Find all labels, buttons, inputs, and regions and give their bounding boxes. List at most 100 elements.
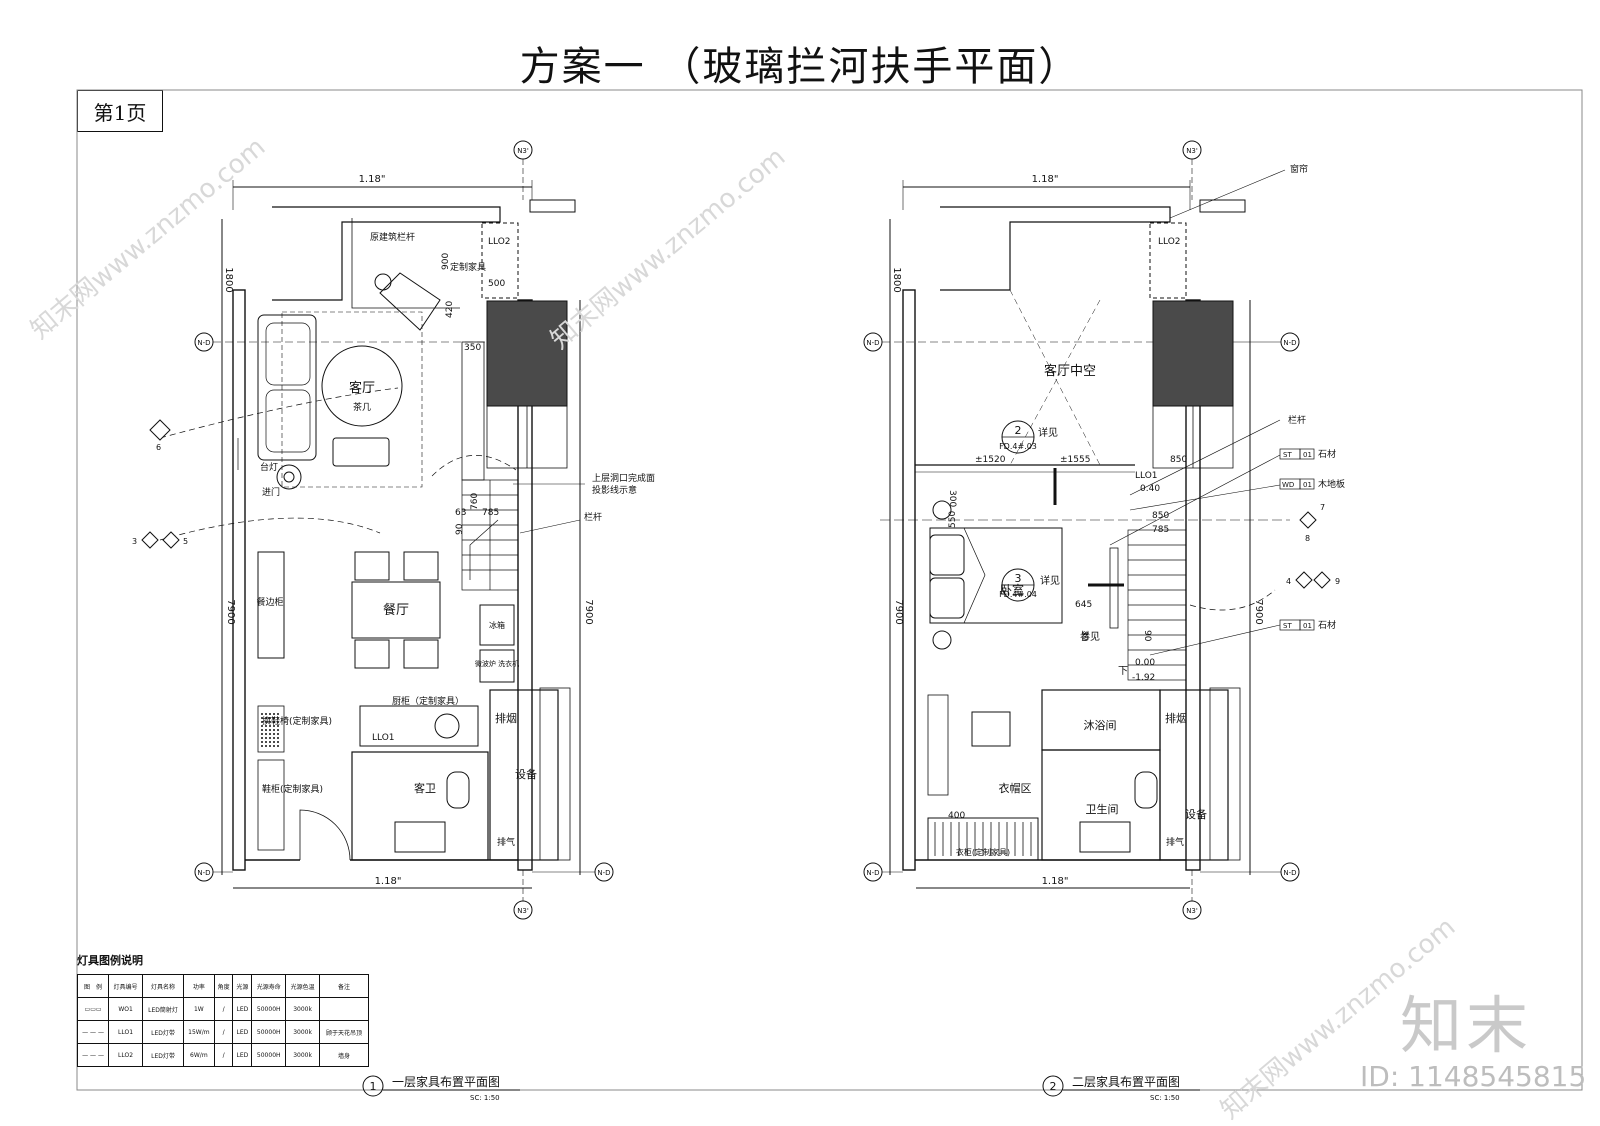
sofa: [257, 314, 317, 461]
legend-cell: 墙身: [319, 1043, 369, 1067]
page-title: 方案一 （玻璃拦河扶手平面）: [519, 44, 1081, 90]
dim-850a: 850: [1170, 455, 1187, 465]
label-wardrobe: 衣帽区: [999, 781, 1032, 795]
dim-90-2: 90: [1142, 630, 1152, 642]
legend-cell: LED: [232, 1043, 253, 1067]
label-note-upper1: 上层洞口完成面: [592, 472, 655, 484]
label-equipment: 设备: [515, 767, 537, 781]
tag-st01a: ST: [1283, 451, 1292, 459]
label-living: 客厅: [349, 380, 375, 396]
structural-column: [486, 300, 568, 407]
legend-cell: 50000H: [251, 997, 287, 1021]
legend-header-cell: 功率: [183, 974, 215, 998]
legend-cell: LED: [232, 1020, 253, 1044]
plan1-dim-left: 7900: [225, 599, 236, 624]
legend-header-cell: 光源: [232, 974, 253, 998]
plan-2: [863, 140, 1331, 920]
label-entrance: 进门: [262, 486, 280, 498]
tag-st01b-text: 石材: [1318, 619, 1336, 631]
plan1-grid-left-bottom: N-D: [197, 869, 210, 877]
plan1-grid-bottom: N3': [517, 907, 529, 915]
plan2-grid-left-bottom: N-D: [866, 869, 879, 877]
page-number-box: 第1页: [77, 90, 163, 132]
legend-cell: 15W/m: [183, 1020, 215, 1044]
plan1-dim-900: 900: [441, 253, 451, 270]
label-void: 客厅中空: [1044, 363, 1096, 379]
label-closet: 衣柜(定制家具): [956, 847, 1010, 857]
legend-header-cell: 光源寿命: [251, 974, 287, 998]
staircase: [461, 479, 519, 591]
legend-cell: /: [213, 1043, 234, 1067]
tag-st01a-text: 石材: [1318, 448, 1336, 460]
plan1-grid-top: N3': [517, 147, 529, 155]
plan2-grid-right-bottom: N-D: [1283, 869, 1296, 877]
caption-1: 一层家具布置平面图: [392, 1074, 500, 1089]
legend-cell: 6W/m: [183, 1043, 215, 1067]
label-railing: 栏杆: [584, 511, 602, 523]
legend-cell: LED: [232, 997, 253, 1021]
plan1-dim-1800: 1800: [223, 267, 234, 292]
dim-785-2: 785: [1152, 525, 1169, 535]
tag-st01a-num: 01: [1303, 451, 1312, 459]
elev-marker-7: 7: [1320, 503, 1325, 512]
elev-marker-8: 8: [1305, 534, 1310, 543]
label-smoke: 排烟: [495, 711, 517, 725]
dim-192: -1.92: [1132, 673, 1155, 683]
plan1-dim-right: 7900: [583, 599, 594, 624]
dim-850b: 850: [1152, 511, 1169, 521]
legend-cell: — — —: [76, 1020, 110, 1044]
plan-1: [141, 140, 614, 920]
label-shoe-bench: 换鞋椅(定制家具): [262, 715, 332, 727]
label-kitchen-cab: 厨柜（定制家具）: [392, 695, 464, 707]
plan2-grid-top: N3': [1186, 147, 1198, 155]
legend-cell: [319, 997, 369, 1021]
dim-040: 0.40: [1140, 484, 1160, 494]
plan1-dim-top: 1.18": [359, 174, 386, 185]
plan1-dim-785: 785: [482, 508, 499, 518]
plan2-grid-left-top: N-D: [866, 339, 879, 347]
dim-400: 400: [948, 811, 965, 821]
watermark-diagonal: 知末网www.znzmo.com: [545, 142, 791, 355]
legend-cell: 3000k: [285, 1043, 321, 1067]
detail1-ref: FD.4#.03: [999, 442, 1037, 451]
elev-marker-9: 9: [1335, 577, 1340, 586]
dim-550: 550: [948, 511, 958, 528]
legend-cell: 顾于天花吊顶: [319, 1020, 369, 1044]
plan1-dim-500: 500: [488, 279, 505, 289]
legend-header-cell: 灯具名称: [141, 974, 185, 998]
label-llo2: LLO2: [488, 237, 511, 247]
elev-marker-6: 6: [156, 443, 161, 452]
detail2-ref: FD.4#.04: [999, 590, 1037, 599]
plan1-grid-right-bottom: N-D: [597, 869, 610, 877]
legend-cell: 50000H: [251, 1020, 287, 1044]
legend-cell: LLO2: [108, 1043, 143, 1067]
legend-cell: LED灯带: [141, 1043, 185, 1067]
legend-cell: 50000H: [251, 1043, 287, 1067]
watermark-id: ID: 1148545815: [1360, 1060, 1587, 1093]
staircase-2: [1127, 529, 1187, 681]
dining-table: [351, 581, 441, 639]
label-tea-table: 茶几: [353, 401, 371, 413]
dim-1555: ±1555: [1060, 455, 1090, 465]
legend-cell: WO1: [108, 997, 143, 1021]
label-microwave: 微波炉 洗衣机: [475, 659, 519, 668]
plan1-dim-420: 420: [445, 301, 455, 318]
label-railing-orig: 原建筑栏杆: [370, 231, 415, 243]
plan1-dim-63: 63: [455, 508, 466, 518]
coffee-table: [321, 345, 403, 427]
caption-2: 二层家具布置平面图: [1072, 1074, 1180, 1089]
structural-column-2: [1152, 300, 1234, 407]
plan2-dim-1800: 1800: [891, 267, 902, 292]
legend-title: 灯具图例说明: [77, 954, 143, 967]
plan1-dim-760: 760: [470, 493, 480, 510]
label-sideboard: 餐边柜: [256, 596, 283, 608]
label-smoke-2: 排烟: [1165, 711, 1187, 725]
legend-cell: ▭▭▭: [76, 997, 110, 1021]
legend-cell: — — —: [76, 1043, 110, 1067]
tag-st01b-num: 01: [1303, 622, 1312, 630]
plan1-grid-left-top: N-D: [197, 339, 210, 347]
label-shoe-cab: 鞋柜(定制家具): [262, 783, 323, 795]
